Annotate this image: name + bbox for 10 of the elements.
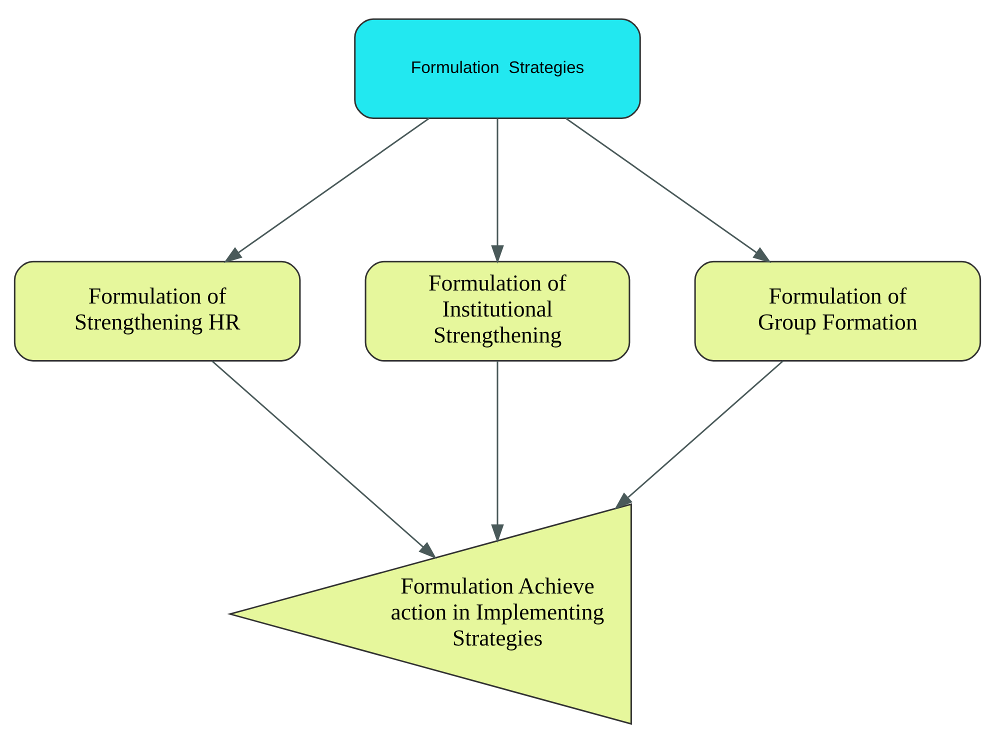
arrow xyxy=(211,360,437,559)
arrow xyxy=(224,118,430,263)
arrow xyxy=(491,118,504,264)
node-box: Formulation Strategies xyxy=(354,18,641,120)
node-box: Formulation of Strengthening HR xyxy=(14,260,301,362)
arrow xyxy=(491,360,504,543)
node-box: Formulation of Group Formation xyxy=(694,260,982,362)
arrow xyxy=(566,118,772,263)
node-box: Formulation of Institutional Strengthening xyxy=(364,260,630,362)
arrow xyxy=(614,360,784,510)
